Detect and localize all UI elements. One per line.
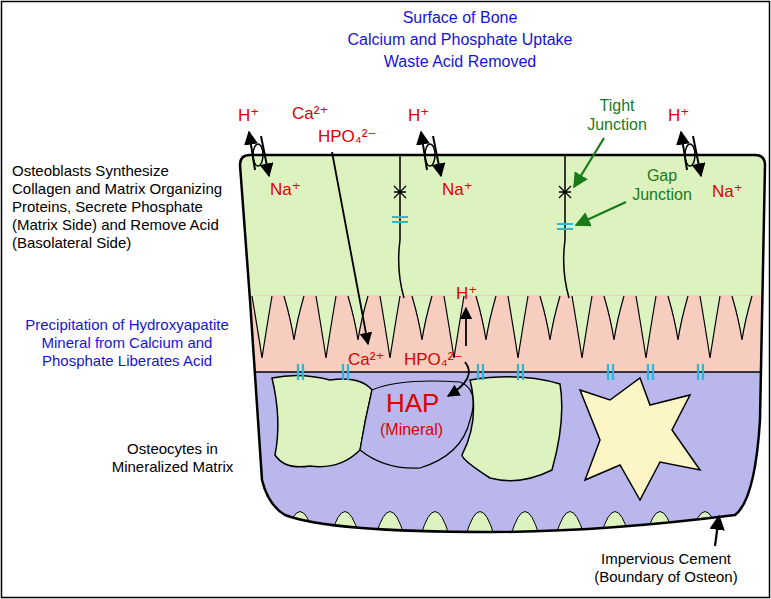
gap-junction — [478, 364, 483, 380]
mineral-label: HAP — [386, 388, 456, 419]
cell-process — [540, 296, 560, 340]
proton-out-arrow — [421, 132, 427, 170]
gap-junction — [343, 364, 348, 380]
heading-line: Calcium and Phosphate Uptake — [340, 30, 580, 49]
ion-label: Na⁺ — [442, 180, 474, 200]
mineral-label: (Mineral) — [380, 420, 460, 439]
cell-process — [348, 296, 368, 340]
cell-process — [572, 296, 592, 358]
sodium-in-arrow — [433, 136, 441, 176]
description: Osteocytes in Mineralized Matrix — [90, 440, 255, 476]
mineral-patch — [360, 381, 473, 468]
gap-junction — [298, 364, 303, 380]
cell-process — [476, 296, 496, 340]
matrix-texture — [691, 512, 719, 536]
osteocyte — [462, 377, 562, 481]
ion-label: H⁺ — [408, 106, 434, 126]
cell-borders — [399, 155, 569, 298]
ion-label: Ca²⁺ — [348, 350, 390, 370]
osteocyte — [272, 375, 372, 466]
osteon-boundary — [240, 155, 765, 532]
heading-line: Surface of Bone — [340, 8, 580, 27]
cell-process — [380, 296, 400, 358]
cell-process — [412, 296, 432, 340]
matrix-texture — [286, 512, 314, 536]
proton-out-arrow — [681, 132, 687, 170]
process-note: Precipitation of Hydroxyapatite Mineral … — [12, 316, 242, 370]
sodium-in-arrow — [261, 136, 269, 176]
cell-process — [508, 296, 528, 358]
flow-arrows — [332, 152, 719, 546]
ion-exchangers — [249, 132, 701, 176]
ion-label: Ca²⁺ — [292, 104, 332, 124]
ion-label: Na⁺ — [712, 182, 746, 202]
cell-process — [732, 296, 752, 340]
ion-label: HPO₄²⁻ — [404, 350, 464, 370]
cell-process — [700, 296, 720, 358]
matrix-texture — [331, 512, 359, 536]
cell-process — [636, 296, 656, 358]
ion-label: H⁺ — [456, 284, 482, 304]
ion-label: HPO₄²⁻ — [318, 127, 378, 147]
cell-process — [284, 296, 304, 340]
ion-label: H⁺ — [238, 106, 264, 126]
gap-junction — [698, 364, 703, 380]
cell-process — [316, 296, 336, 358]
gap-junction — [648, 364, 653, 380]
heading-line: Waste Acid Removed — [340, 52, 580, 71]
matrix-texture — [601, 512, 629, 536]
gap-junction — [608, 364, 613, 380]
proton-out-arrow — [249, 132, 255, 170]
callout-label: Gap Junction — [627, 166, 697, 204]
leader-arrows — [574, 138, 626, 225]
gap-junction — [518, 364, 523, 380]
ion-label: Na⁺ — [270, 180, 302, 200]
osteocyte — [580, 378, 700, 500]
cell-process — [444, 296, 464, 358]
cell-process — [604, 296, 624, 340]
callout-label: Impervious Cement (Boundary of Osteon) — [568, 550, 764, 586]
ion-label: H⁺ — [668, 106, 694, 126]
cell-process — [252, 296, 272, 358]
sodium-in-arrow — [693, 136, 701, 176]
cell-process — [668, 296, 688, 340]
tissue-layers — [230, 150, 770, 540]
tight-junctions — [394, 186, 571, 198]
callout-label: Tight Junction — [576, 96, 658, 134]
description: Osteoblasts Synthesize Collagen and Matr… — [12, 162, 230, 252]
